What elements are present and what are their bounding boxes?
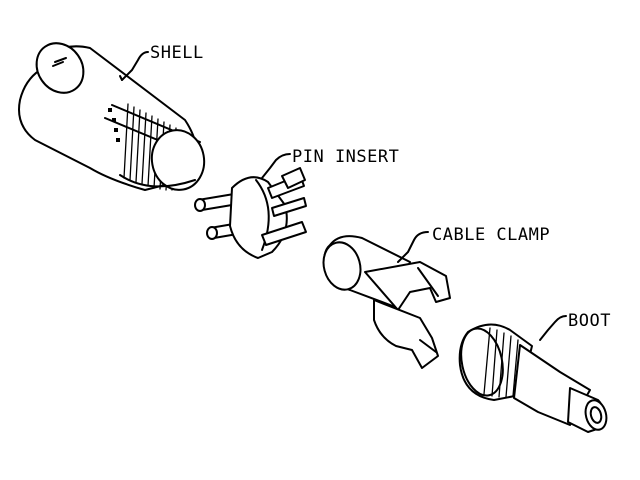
shell-label: SHELL — [150, 43, 204, 63]
shell-part — [18, 42, 206, 191]
cable-clamp-part — [322, 231, 451, 369]
pin-insert-label: PIN INSERT — [292, 147, 399, 167]
boot-label: BOOT — [568, 311, 611, 331]
boot-ribs — [483, 327, 519, 398]
shell-marking — [108, 108, 120, 142]
cable-clamp-label: CABLE CLAMP — [432, 225, 550, 245]
pin-insert-part — [194, 153, 307, 259]
boot-part — [458, 315, 608, 433]
